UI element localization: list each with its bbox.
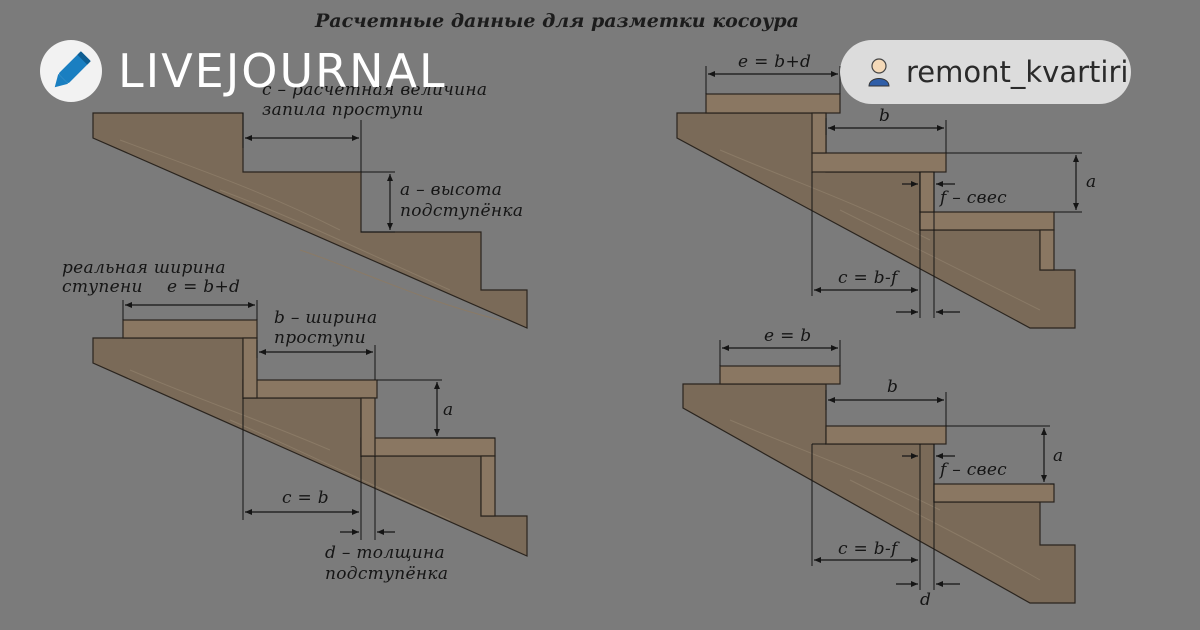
tread xyxy=(919,211,1055,231)
c-formula-label: c = b-f xyxy=(838,539,898,559)
e-formula-label: e = b+d xyxy=(738,52,812,72)
overhang-label: f – свес xyxy=(940,460,1007,480)
d-label: d xyxy=(920,590,932,610)
riser-thickness-label-line2: подступёнка xyxy=(325,564,449,584)
user-badge[interactable]: remont_kvartiri xyxy=(840,40,1131,104)
tread xyxy=(811,152,947,173)
tread xyxy=(933,483,1055,503)
diagram-title: Расчетные данные для разметки косоура xyxy=(315,10,799,32)
a-label: a xyxy=(1053,446,1064,466)
real-width-label-line1: реальная ширина xyxy=(62,258,226,278)
tread-width-label-line2: проступи xyxy=(274,328,366,348)
real-width-label-line2: ступени xyxy=(62,277,143,297)
cut-label-line2: запила проступи xyxy=(262,100,424,120)
tread xyxy=(360,437,496,457)
diagram-stringer-with-nosing xyxy=(676,66,1082,329)
c-formula-label: c = b xyxy=(282,488,329,508)
riser xyxy=(242,337,258,399)
riser-thickness-label-line1: d – толщина xyxy=(325,543,445,563)
diagram-stringer-with-risers xyxy=(92,300,528,557)
wood-grain xyxy=(129,369,451,521)
riser xyxy=(919,171,935,213)
brand-name: LIVEJOURNAL xyxy=(118,44,447,98)
tread-width-label-line1: b – ширина xyxy=(274,308,378,328)
tread xyxy=(719,365,841,385)
user-avatar-icon xyxy=(866,57,892,87)
stringer-body xyxy=(92,112,528,329)
riser xyxy=(1039,229,1055,271)
riser xyxy=(480,455,496,517)
a-label: a xyxy=(443,400,454,420)
b-label: b xyxy=(879,106,891,126)
wood-grain xyxy=(729,419,1041,581)
riser xyxy=(811,112,827,154)
livejournal-brand[interactable]: LIVEJOURNAL xyxy=(40,40,447,102)
c-formula-label: c = b-f xyxy=(838,268,898,288)
tread xyxy=(242,379,378,399)
a-label: a xyxy=(1086,172,1097,192)
diagram-stringer-nosing-no-riser xyxy=(682,340,1076,604)
e-formula-label: e = b+d xyxy=(167,277,241,297)
overhang-label: f – свес xyxy=(940,188,1007,208)
cut-label-line1: c – расчетная величина xyxy=(262,80,488,100)
riser-height-label-line1: a – высота xyxy=(400,180,503,200)
tread xyxy=(122,319,258,339)
b-label: b xyxy=(887,377,899,397)
riser xyxy=(360,397,376,457)
tread xyxy=(825,425,947,445)
e-formula-label: e = b xyxy=(764,326,812,346)
livejournal-pencil-icon xyxy=(40,40,102,102)
diagram-stringer-cut xyxy=(92,112,528,329)
wood-grain xyxy=(119,139,501,321)
username: remont_kvartiri xyxy=(906,55,1129,89)
riser-height-label-line2: подступёнка xyxy=(400,201,524,221)
tread xyxy=(705,93,841,114)
wood-grain xyxy=(719,149,1041,311)
